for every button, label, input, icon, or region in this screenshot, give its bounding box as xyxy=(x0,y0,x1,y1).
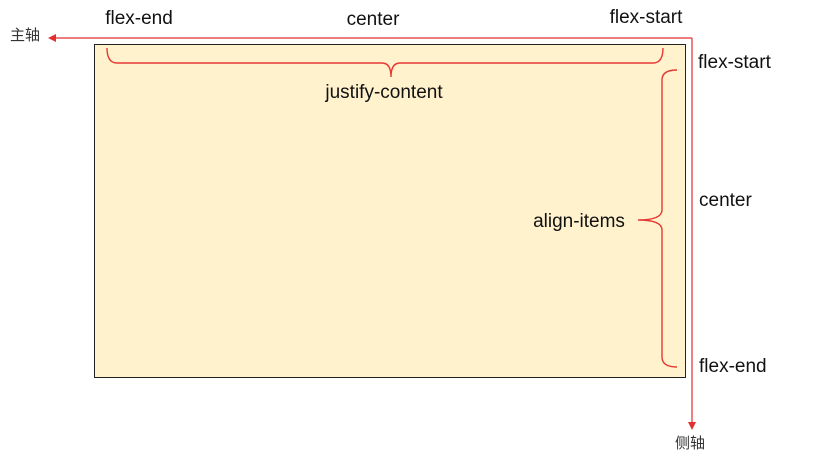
cross-axis-label: 侧轴 xyxy=(674,434,706,452)
align-items-brace xyxy=(637,69,678,368)
cross-axis-center-label: center xyxy=(699,190,752,211)
cross-axis-end-label: flex-end xyxy=(699,356,767,377)
cross-axis-start-label: flex-start xyxy=(698,52,771,73)
main-axis-label: 主轴 xyxy=(9,26,41,44)
justify-content-brace xyxy=(106,47,664,78)
justify-content-label: justify-content xyxy=(325,82,443,103)
flex-container xyxy=(94,44,686,378)
main-axis-end-label: flex-end xyxy=(105,8,173,29)
align-items-label: align-items xyxy=(533,211,625,232)
main-axis-center-label: center xyxy=(346,9,400,30)
main-axis-start-label: flex-start xyxy=(609,7,683,28)
